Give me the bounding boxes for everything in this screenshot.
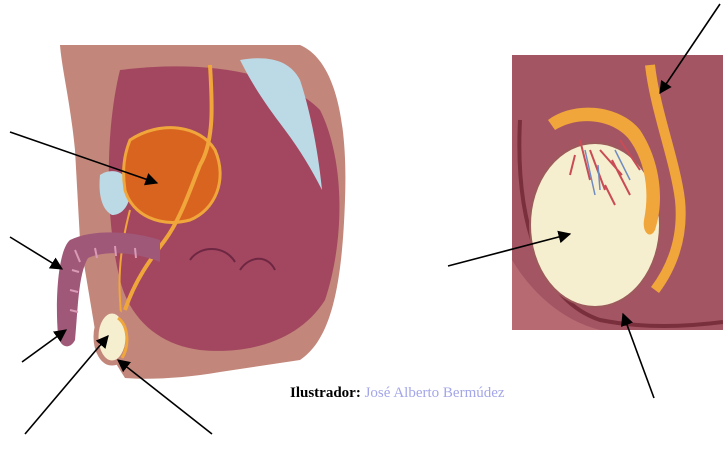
credit-name: José Alberto Bermúdez	[365, 385, 505, 401]
arrow-penis-shaft	[10, 237, 62, 269]
illustrator-credit: Ilustrador: José Alberto Bermúdez	[290, 385, 505, 402]
testis-closeup-illustration	[512, 55, 723, 330]
testis-closeup	[530, 143, 660, 307]
arrow-glans	[22, 330, 66, 362]
credit-label: Ilustrador:	[290, 385, 361, 401]
bladder	[124, 128, 220, 223]
sagittal-section-illustration	[57, 45, 345, 379]
